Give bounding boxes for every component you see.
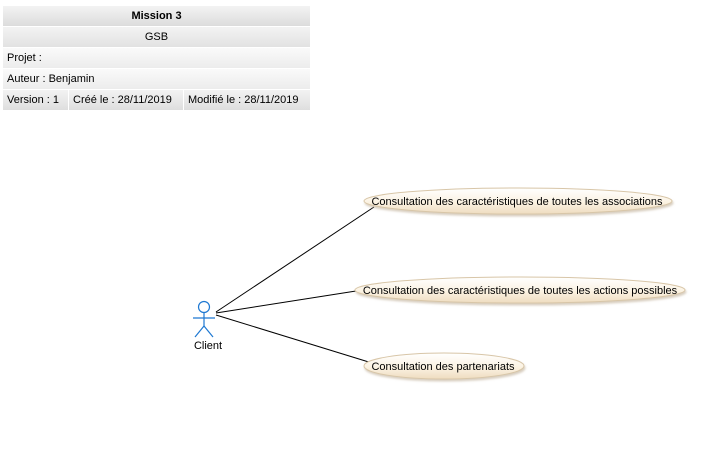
diagram-subtitle: GSB: [3, 27, 310, 48]
use-case-label: Consultation des caractéristiques de tou…: [363, 285, 678, 297]
metadata-row: Version : 1 Créé le : 28/11/2019 Modifié…: [3, 90, 310, 110]
association-line-3[interactable]: [215, 314, 373, 364]
use-case-associations[interactable]: Consultation des caractéristiques de tou…: [363, 187, 673, 215]
use-case-ellipse: [363, 352, 525, 380]
version-field: Version : 1: [3, 90, 69, 110]
created-date-field: Créé le : 28/11/2019: [69, 90, 184, 110]
use-case-label: Consultation des caractéristiques de tou…: [371, 196, 663, 208]
diagram-info-panel: Mission 3 GSB Projet : Auteur : Benjamin…: [3, 6, 310, 110]
use-case-partnerships[interactable]: Consultation des partenariats: [363, 352, 525, 380]
diagram-title: Mission 3: [3, 6, 310, 27]
use-case-label: Consultation des partenariats: [371, 361, 515, 373]
actor-client[interactable]: Client: [193, 300, 222, 353]
use-case-ellipse: [363, 187, 673, 215]
use-case-actions[interactable]: Consultation des caractéristiques de tou…: [354, 276, 686, 304]
stick-figure-actor-icon: [193, 300, 215, 338]
association-line-2[interactable]: [215, 290, 357, 314]
project-field: Projet :: [3, 48, 310, 69]
modified-date-field: Modifié le : 28/11/2019: [184, 90, 310, 110]
association-line-1[interactable]: [215, 206, 375, 313]
actor-label: Client: [194, 340, 222, 352]
use-case-ellipse: [354, 276, 686, 304]
author-field: Auteur : Benjamin: [3, 69, 310, 90]
